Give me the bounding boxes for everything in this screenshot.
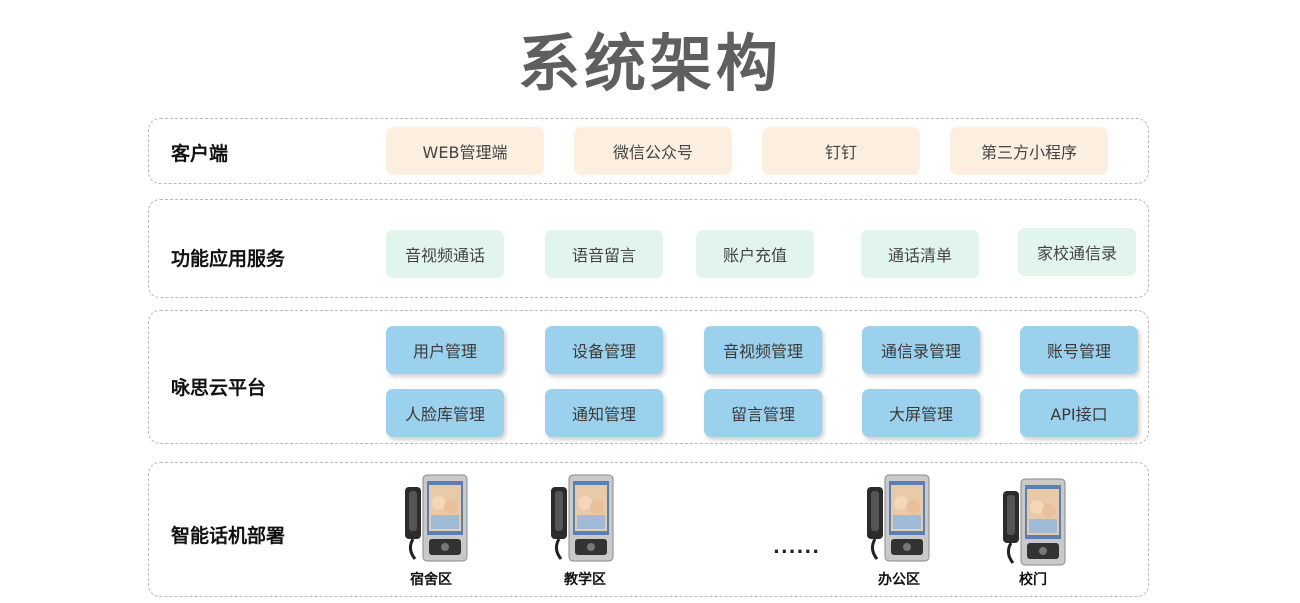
location-school-gate: 校门 — [1019, 572, 1047, 588]
client-web-admin: WEB管理端 — [386, 127, 544, 175]
smart-phone-device-icon — [405, 474, 468, 562]
function-call-records: 通话清单 — [861, 230, 979, 278]
cloud-av-management: 音视频管理 — [704, 326, 822, 374]
smart-phone-device-icon — [867, 474, 930, 562]
client-layer: 客户端 WEB管理端 微信公众号 钉钉 第三方小程序 — [148, 118, 1149, 184]
cloud-contacts-management: 通信录管理 — [862, 326, 980, 374]
smart-phone-device-icon — [551, 474, 614, 562]
function-voice-message: 语音留言 — [545, 230, 663, 278]
function-layer: 功能应用服务 音视频通话 语音留言 账户充值 通话清单 家校通信录 — [148, 199, 1149, 298]
cloud-layer: 咏思云平台 用户管理 设备管理 音视频管理 通信录管理 账号管理 人脸库管理 通… — [148, 310, 1149, 444]
cloud-message-management: 留言管理 — [704, 389, 822, 437]
client-layer-label: 客户端 — [171, 143, 229, 165]
cloud-notification-management: 通知管理 — [545, 389, 663, 437]
deploy-layer: 智能话机部署 宿舍区 教学区 ...... — [148, 462, 1149, 597]
cloud-face-library: 人脸库管理 — [386, 389, 504, 437]
location-office: 办公区 — [878, 572, 920, 588]
deploy-layer-label: 智能话机部署 — [171, 525, 286, 547]
more-locations-ellipsis: ...... — [773, 537, 821, 558]
location-teaching: 教学区 — [564, 572, 606, 588]
function-contacts: 家校通信录 — [1018, 228, 1136, 276]
smart-phone-device-icon — [1003, 478, 1066, 566]
function-account-recharge: 账户充值 — [696, 230, 814, 278]
cloud-account-management: 账号管理 — [1020, 326, 1138, 374]
cloud-screen-management: 大屏管理 — [862, 389, 980, 437]
location-dormitory: 宿舍区 — [410, 572, 452, 588]
cloud-layer-label: 咏思云平台 — [171, 377, 267, 399]
cloud-device-management: 设备管理 — [545, 326, 663, 374]
function-layer-label: 功能应用服务 — [171, 248, 286, 270]
client-dingtalk: 钉钉 — [762, 127, 920, 175]
page-title: 系统架构 — [517, 27, 782, 100]
cloud-user-management: 用户管理 — [386, 326, 504, 374]
client-wechat-official: 微信公众号 — [574, 127, 732, 175]
cloud-api: API接口 — [1020, 389, 1138, 437]
client-mini-program: 第三方小程序 — [950, 127, 1108, 175]
function-av-call: 音视频通话 — [386, 230, 504, 278]
